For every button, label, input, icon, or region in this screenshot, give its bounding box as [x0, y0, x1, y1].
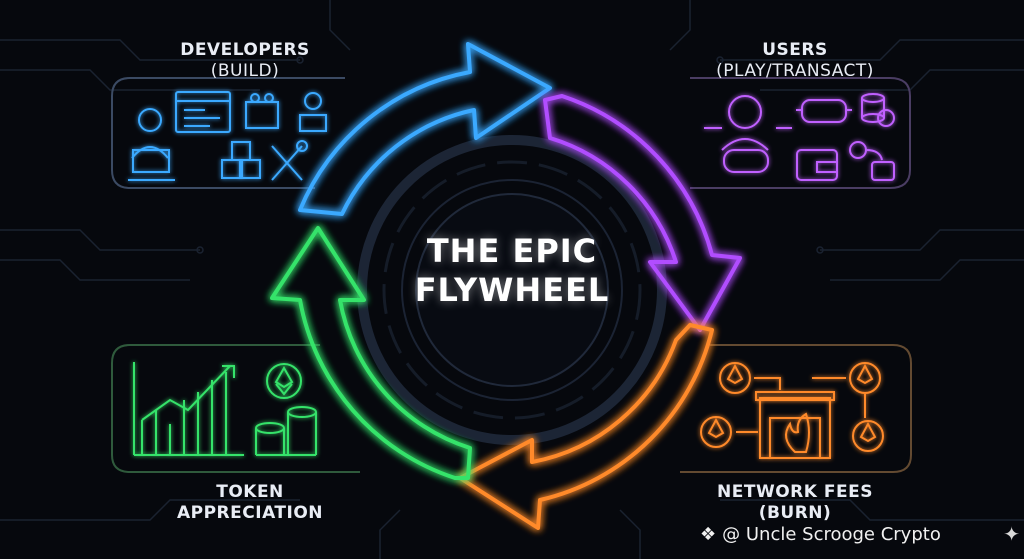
users-title: USERS: [690, 40, 900, 61]
developers-title: DEVELOPERS: [150, 40, 340, 61]
sparkle-icon: ✦: [1003, 522, 1020, 546]
wallet-icon: [797, 150, 837, 180]
developers-subtitle: (BUILD): [150, 61, 340, 82]
watermark: ❖ @ Uncle Scrooge Crypto ✦: [700, 520, 1020, 548]
code-window-icon: [176, 92, 230, 132]
developers-label: DEVELOPERS (BUILD): [150, 40, 340, 83]
blocks-icon: [246, 94, 278, 128]
token-line2: APPRECIATION: [150, 503, 350, 524]
gamer-icon: [722, 96, 768, 172]
growth-chart-icon: [134, 362, 244, 455]
token-label: TOKEN APPRECIATION: [150, 482, 350, 525]
developer-laptop-icon: [128, 109, 175, 180]
diamond-logo-icon: ❖: [700, 524, 716, 545]
title-line1: THE EPIC: [372, 232, 652, 271]
users-label: USERS (PLAY/TRANSACT): [690, 40, 900, 83]
coin-stack-icon: [862, 94, 894, 126]
furnace-icon: [756, 392, 834, 458]
coin-stacks-icon: [256, 407, 316, 455]
eth-coin-icon: [267, 364, 301, 398]
network-fees-title: NETWORK FEES: [690, 482, 900, 503]
exchange-icon: [850, 142, 894, 180]
network-fees-label: NETWORK FEES (BURN): [690, 482, 900, 525]
person-laptop-icon: [300, 93, 326, 131]
eth-coin-icon: [701, 363, 883, 451]
diagram-title: THE EPIC FLYWHEEL: [372, 232, 652, 310]
token-line1: TOKEN: [150, 482, 350, 503]
wrench-screwdriver-icon: [272, 141, 307, 180]
users-subtitle: (PLAY/TRANSACT): [690, 61, 900, 82]
cubes-icon: [222, 142, 260, 178]
vr-headset-icon: [796, 100, 852, 122]
watermark-text: @ Uncle Scrooge Crypto: [722, 524, 941, 545]
flame-icon: [786, 414, 809, 452]
title-line2: FLYWHEEL: [372, 271, 652, 310]
